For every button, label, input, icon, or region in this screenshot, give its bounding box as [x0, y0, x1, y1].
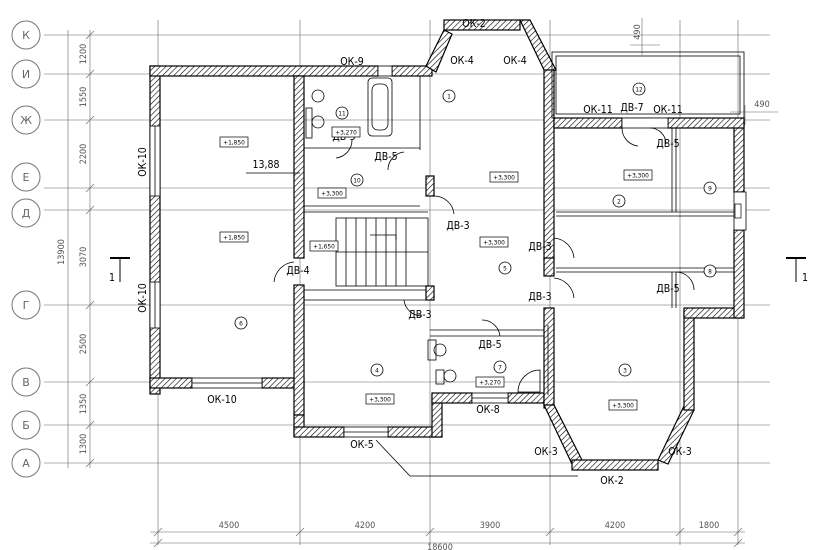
svg-text:18600: 18600: [427, 543, 453, 550]
svg-text:+1,650: +1,650: [313, 243, 335, 251]
svg-text:3: 3: [623, 367, 627, 375]
svg-text:ОК-3: ОК-3: [668, 446, 692, 458]
svg-text:1550: 1550: [79, 87, 89, 108]
svg-text:ОК-3: ОК-3: [534, 446, 558, 458]
leader-lines: [375, 439, 578, 477]
svg-text:1: 1: [447, 93, 451, 101]
svg-text:+3,300: +3,300: [627, 172, 649, 180]
svg-text:9: 9: [708, 185, 712, 193]
svg-text:+3,300: +3,300: [483, 239, 505, 247]
right-dimensions: 490 490: [630, 18, 778, 125]
svg-text:13,88: 13,88: [252, 159, 279, 171]
section-marks: 1 1: [109, 257, 808, 284]
svg-text:2500: 2500: [79, 334, 89, 355]
svg-text:1350: 1350: [79, 394, 89, 415]
svg-text:ОК-2: ОК-2: [600, 475, 624, 487]
axis-a: А: [22, 457, 30, 470]
svg-text:+3,300: +3,300: [321, 190, 343, 198]
svg-text:13900: 13900: [57, 239, 67, 265]
svg-text:ОК-11: ОК-11: [653, 104, 683, 116]
svg-text:+3,270: +3,270: [479, 379, 501, 387]
svg-text:5: 5: [503, 265, 507, 273]
axis-v: В: [22, 376, 30, 389]
svg-text:ДВ-3: ДВ-3: [408, 309, 431, 321]
svg-text:ОК-10: ОК-10: [137, 147, 149, 177]
svg-text:ДВ-4: ДВ-4: [286, 265, 309, 277]
svg-text:ДВ-5: ДВ-5: [374, 151, 397, 163]
svg-text:1200: 1200: [79, 44, 89, 65]
stairs: [335, 217, 429, 287]
svg-text:4200: 4200: [355, 521, 376, 531]
svg-text:ОК-4: ОК-4: [503, 55, 527, 67]
svg-text:2200: 2200: [79, 144, 89, 165]
svg-text:4200: 4200: [605, 521, 626, 531]
svg-text:+3,270: +3,270: [335, 129, 357, 137]
svg-text:11: 11: [338, 110, 346, 118]
svg-text:ОК-10: ОК-10: [207, 394, 237, 406]
svg-text:8: 8: [708, 268, 712, 276]
axis-i: И: [22, 68, 30, 81]
svg-text:ОК-4: ОК-4: [450, 55, 474, 67]
svg-text:+1,850: +1,850: [223, 234, 245, 242]
svg-text:1800: 1800: [699, 521, 720, 531]
svg-text:1300: 1300: [79, 434, 89, 455]
door-swings: [273, 127, 695, 337]
svg-text:+3,300: +3,300: [612, 402, 634, 410]
svg-text:ОК-10: ОК-10: [137, 283, 149, 313]
axis-d: Д: [22, 207, 31, 220]
room-numbers: 1 2 3 4 5 6 7 8 9 10 11 12: [234, 82, 717, 377]
bath-fixtures: [305, 77, 541, 393]
bottom-dimension-chain: 4500 4200 3900 4200 1800 18600: [150, 521, 745, 550]
axis-k: К: [22, 29, 30, 42]
svg-text:1: 1: [109, 272, 115, 284]
svg-text:12: 12: [635, 86, 643, 94]
walls: [149, 19, 745, 471]
svg-text:4: 4: [375, 367, 379, 375]
svg-text:490: 490: [754, 100, 769, 110]
windows: [149, 65, 747, 438]
svg-text:10: 10: [353, 177, 361, 185]
svg-text:ОК-11: ОК-11: [583, 104, 613, 116]
svg-text:1: 1: [802, 272, 808, 284]
svg-text:3900: 3900: [480, 521, 501, 531]
svg-text:ОК-2: ОК-2: [462, 18, 486, 30]
svg-text:7: 7: [498, 364, 502, 372]
svg-text:ДВ-3: ДВ-3: [446, 220, 469, 232]
area-label: 13,88: [246, 159, 300, 174]
opening-labels: ОК-2 ОК-9 ОК-4 ОК-4 ОК-10 ОК-10 ОК-10 ОК…: [137, 18, 692, 487]
svg-text:ОК-5: ОК-5: [350, 439, 374, 451]
svg-text:ОК-9: ОК-9: [340, 56, 364, 68]
left-dimension-chain: 1200 1550 2200 3070 2500 1350 1300 13900: [57, 30, 95, 468]
svg-text:+1,850: +1,850: [223, 139, 245, 147]
svg-text:4500: 4500: [219, 521, 240, 531]
svg-text:ДВ-5: ДВ-5: [478, 339, 501, 351]
svg-text:ДВ-7: ДВ-7: [620, 102, 643, 114]
svg-text:2: 2: [617, 198, 621, 206]
svg-text:+3,300: +3,300: [493, 174, 515, 182]
axis-b: Б: [22, 419, 30, 432]
svg-text:ДВ-3: ДВ-3: [528, 241, 551, 253]
svg-text:+3,300: +3,300: [369, 396, 391, 404]
axis-g: Г: [23, 299, 30, 312]
svg-text:ДВ-5: ДВ-5: [656, 283, 679, 295]
svg-text:ОК-8: ОК-8: [476, 404, 500, 416]
level-marks: +1,850 +1,850 +3,270 +3,300 +3,300 +3,30…: [219, 126, 653, 411]
svg-text:ДВ-5: ДВ-5: [656, 138, 679, 150]
axis-zh: Ж: [20, 114, 32, 127]
axis-markers: К И Ж Е Д Г В Б А: [11, 20, 41, 478]
svg-text:ДВ-3: ДВ-3: [528, 291, 551, 303]
axis-e: Е: [23, 171, 30, 184]
svg-text:3070: 3070: [79, 247, 89, 268]
svg-text:490: 490: [633, 24, 643, 39]
svg-text:6: 6: [239, 320, 243, 328]
